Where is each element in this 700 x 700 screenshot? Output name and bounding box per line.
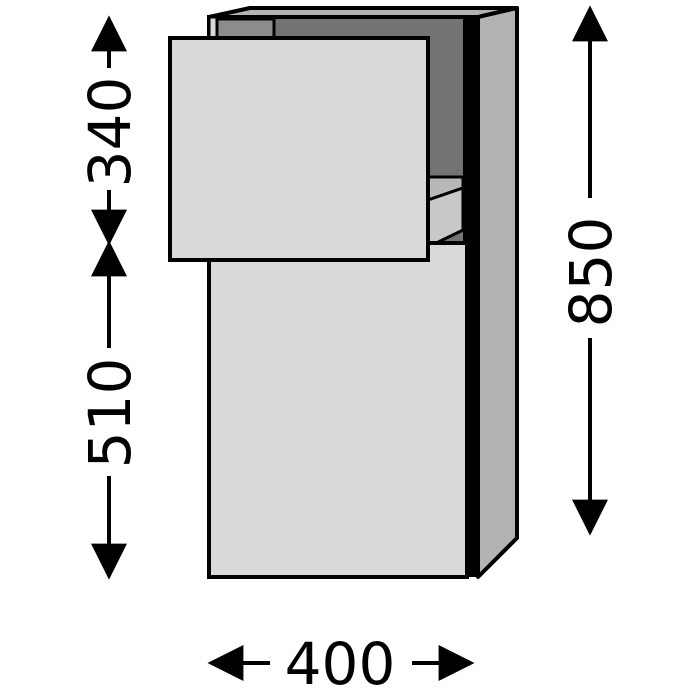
dimension-label-total-height: 850 [557,217,625,328]
dimension-upper-height: 340 [76,15,144,246]
dimension-label-upper-height: 340 [76,77,144,188]
cabinet-side-panel [476,6,519,579]
dimension-total-height: 850 [557,5,625,536]
dimension-label-width: 400 [285,630,396,698]
dimension-width: 400 [207,630,475,698]
dimension-label-lower-height: 510 [76,358,144,469]
lower-door [207,241,469,579]
upper-flap-door [168,36,430,262]
dimension-lower-height: 510 [76,240,144,580]
